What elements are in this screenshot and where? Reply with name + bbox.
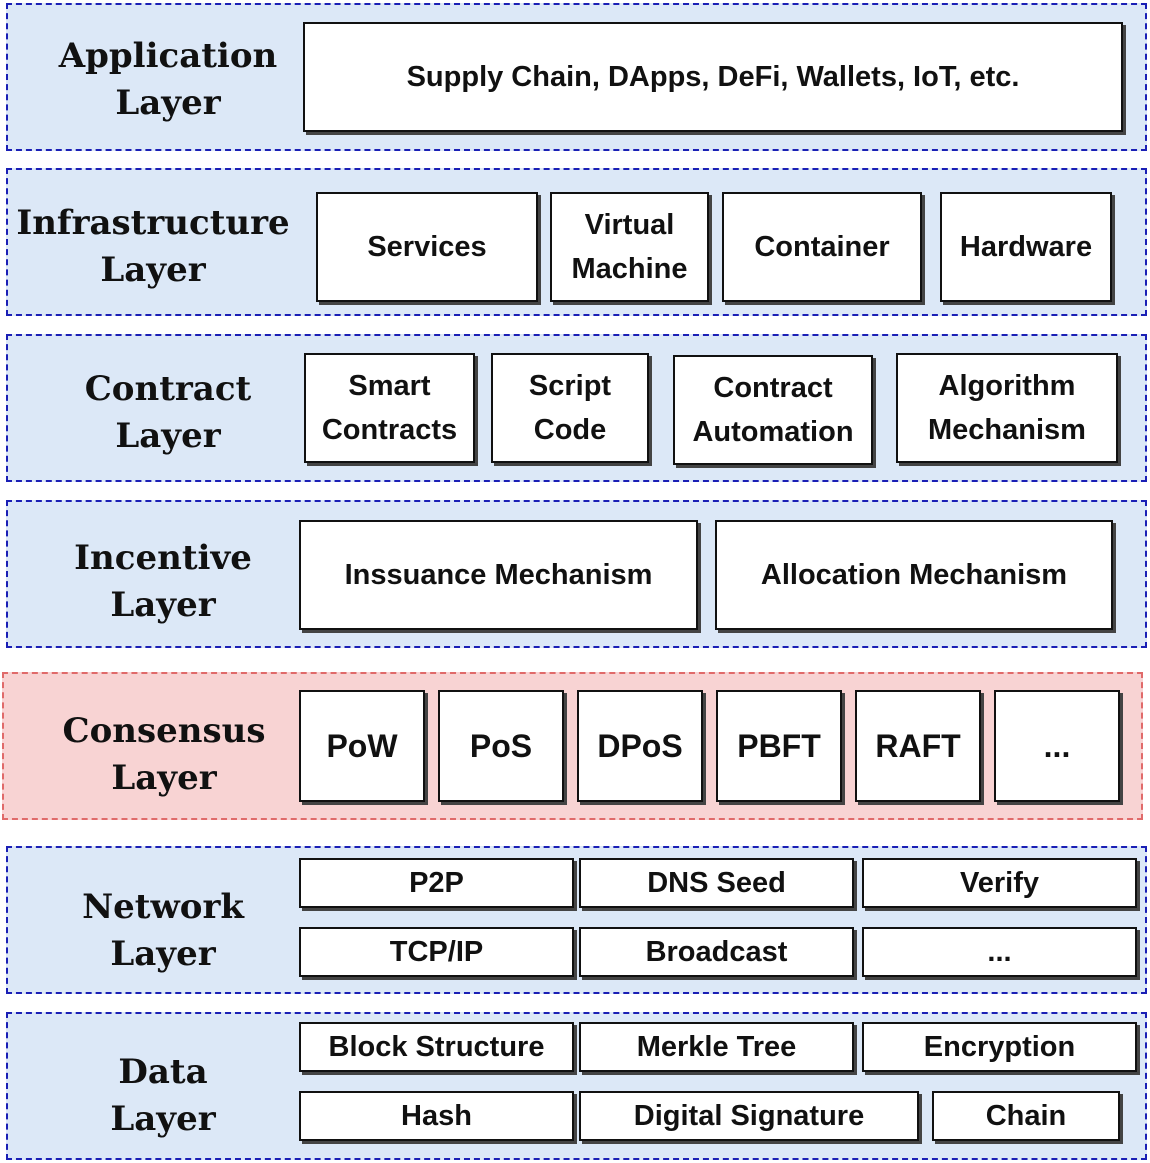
consensus-more-box: ... [994, 690, 1120, 802]
virtual-machine-box: Virtual Machine [550, 192, 709, 302]
data-layer-label: Data Layer [110, 1052, 216, 1139]
allocation-mechanism-box: Allocation Mechanism [715, 520, 1113, 630]
encryption-box: Encryption [862, 1022, 1137, 1072]
incentive-layer-label: Incentive Layer [74, 538, 252, 625]
hash-box: Hash [299, 1091, 574, 1141]
block-structure-box: Block Structure [299, 1022, 574, 1072]
merkle-tree-box: Merkle Tree [579, 1022, 854, 1072]
container-box: Container [722, 192, 922, 302]
application-items-box: Supply Chain, DApps, DeFi, Wallets, IoT,… [303, 22, 1123, 132]
pow-box: PoW [299, 690, 425, 802]
dns-seed-box: DNS Seed [579, 858, 854, 908]
contract-automation-box: Contract Automation [673, 355, 873, 465]
algorithm-mechanism-box: Algorithm Mechanism [896, 353, 1118, 463]
hardware-box: Hardware [940, 192, 1112, 302]
services-box: Services [316, 192, 538, 302]
dpos-box: DPoS [577, 690, 703, 802]
network-more-box: ... [862, 927, 1137, 977]
pos-box: PoS [438, 690, 564, 802]
application-layer-label: Application Layer [58, 36, 278, 123]
consensus-layer-label: Consensus Layer [62, 711, 266, 798]
raft-box: RAFT [855, 690, 981, 802]
network-layer-label: Network Layer [82, 887, 244, 974]
broadcast-box: Broadcast [579, 927, 854, 977]
infrastructure-layer-label: Infrastructure Layer [16, 203, 290, 290]
contract-layer-label: Contract Layer [84, 369, 252, 456]
script-code-box: Script Code [491, 353, 649, 463]
smart-contracts-box: Smart Contracts [304, 353, 475, 463]
digital-signature-box: Digital Signature [579, 1091, 919, 1141]
verify-box: Verify [862, 858, 1137, 908]
issuance-mechanism-box: Inssuance Mechanism [299, 520, 698, 630]
tcp-ip-box: TCP/IP [299, 927, 574, 977]
p2p-box: P2P [299, 858, 574, 908]
pbft-box: PBFT [716, 690, 842, 802]
chain-box: Chain [932, 1091, 1120, 1141]
